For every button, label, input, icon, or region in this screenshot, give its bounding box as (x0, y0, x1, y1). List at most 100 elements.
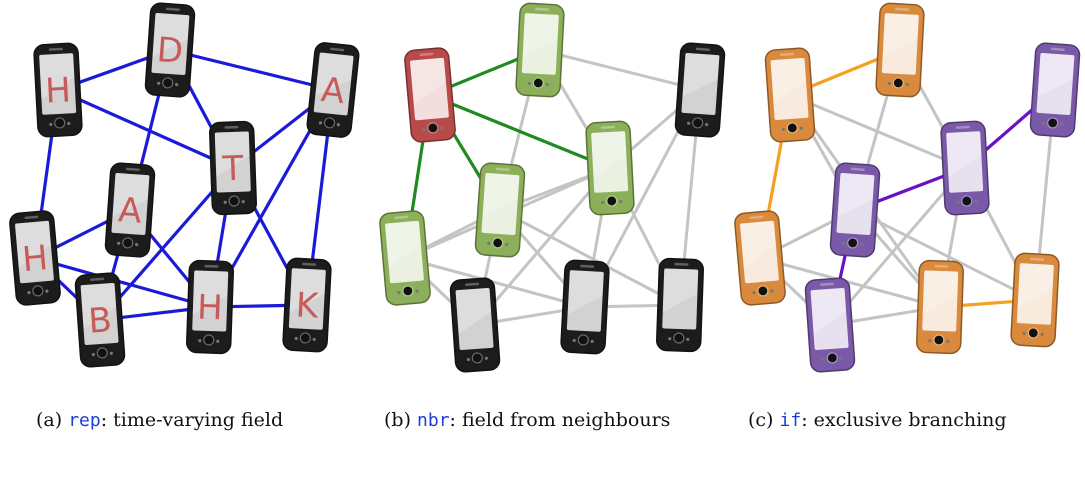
phone-screen (662, 268, 699, 330)
link-edge (98, 166, 235, 322)
phone-device: A (104, 162, 156, 258)
phone-device: T (209, 120, 257, 216)
phone-button (673, 332, 685, 344)
phone-button (826, 352, 838, 364)
phone-screen (410, 57, 449, 121)
phone-button (54, 117, 66, 129)
phone-button (203, 334, 215, 346)
caption-keyword: if (779, 410, 802, 431)
link-edge (403, 256, 587, 309)
phone-device (474, 162, 526, 258)
panel-if (734, 2, 1081, 373)
phone-device (379, 210, 431, 306)
phone-device (916, 259, 964, 355)
node-label: T (221, 149, 244, 190)
phone-device: H (33, 42, 83, 138)
phone-screen (740, 220, 779, 284)
phone-screen (881, 13, 919, 75)
phone-button (492, 237, 504, 249)
phone-screen (836, 173, 875, 235)
phone-screen (591, 131, 629, 193)
phone-screen (214, 131, 251, 193)
phone-button (228, 195, 240, 207)
phone-screen (192, 270, 229, 332)
caption-label: (b) (384, 409, 418, 431)
phone-device (449, 277, 501, 373)
phone-screen (151, 13, 190, 75)
caption-keyword: nbr (417, 410, 450, 431)
caption-label: (a) (36, 409, 69, 431)
phone-screen (1016, 263, 1054, 325)
link-edge (33, 256, 212, 309)
node-label: K (295, 285, 321, 326)
phone-button (532, 77, 544, 89)
phone-device (585, 120, 635, 216)
phone-button (1027, 327, 1039, 339)
phone-button (427, 122, 439, 134)
phone-button (892, 77, 904, 89)
phone-device (674, 42, 726, 138)
link-edge (538, 48, 702, 92)
phone-device (560, 259, 610, 355)
panel-nbr (379, 2, 726, 373)
phone-button (471, 352, 483, 364)
phone-button (847, 237, 859, 249)
phone-button (692, 117, 704, 129)
caption-rep: (a) rep: time-varying field (36, 402, 356, 439)
node-label: H (196, 288, 223, 329)
phone-button (122, 237, 134, 249)
phone-button (757, 285, 769, 297)
phone-button (577, 334, 589, 346)
phone-button (402, 285, 414, 297)
phone-device (804, 277, 856, 373)
phone-screen (810, 288, 849, 350)
caption-nbr: (b) nbr: field from neighbours (384, 402, 702, 439)
node-label: D (155, 30, 184, 72)
link-edge (758, 256, 942, 309)
phone-button (323, 117, 336, 129)
caption-keyword: rep (68, 410, 101, 431)
phone-button (961, 195, 973, 207)
phone-screen (111, 173, 150, 235)
phone-button (162, 77, 174, 89)
caption-if: (c) if: exclusive branching (748, 402, 1078, 439)
phone-device (764, 47, 816, 143)
phone-screen (922, 270, 959, 332)
link-edge (498, 208, 682, 307)
phone-screen (521, 13, 559, 75)
phone-button (32, 285, 44, 297)
phone-screen (39, 53, 77, 115)
phone-device: H (186, 259, 234, 355)
phone-device: A (306, 42, 360, 138)
phone-button (299, 332, 311, 344)
phone-device (656, 257, 704, 353)
phone-screen (385, 220, 424, 284)
link-edge (473, 166, 612, 327)
caption-text: : field from neighbours (449, 409, 671, 431)
phone-device: H (9, 210, 61, 306)
phone-screen (770, 58, 809, 120)
phone-screen (288, 268, 326, 330)
link-edge (428, 93, 612, 170)
phone-device (940, 120, 990, 216)
phone-screen (80, 283, 119, 345)
node-label: H (44, 70, 72, 111)
phone-button (96, 347, 108, 359)
phone-device (1029, 42, 1081, 138)
phone-screen (481, 173, 520, 235)
phone-device (404, 47, 456, 143)
phone-screen (313, 52, 354, 116)
phone-device: K (282, 257, 332, 353)
caption-text: : exclusive branching (801, 409, 1007, 431)
phone-button (933, 334, 945, 346)
caption-label: (c) (748, 409, 780, 431)
phone-device (1010, 252, 1060, 348)
phone-screen (455, 288, 494, 350)
caption-text: : time-varying field (100, 409, 284, 431)
node-label: B (87, 300, 113, 342)
node-label: A (117, 190, 143, 232)
phone-screen (681, 53, 720, 115)
phone-screen (566, 270, 604, 332)
link-edge (853, 208, 1037, 302)
